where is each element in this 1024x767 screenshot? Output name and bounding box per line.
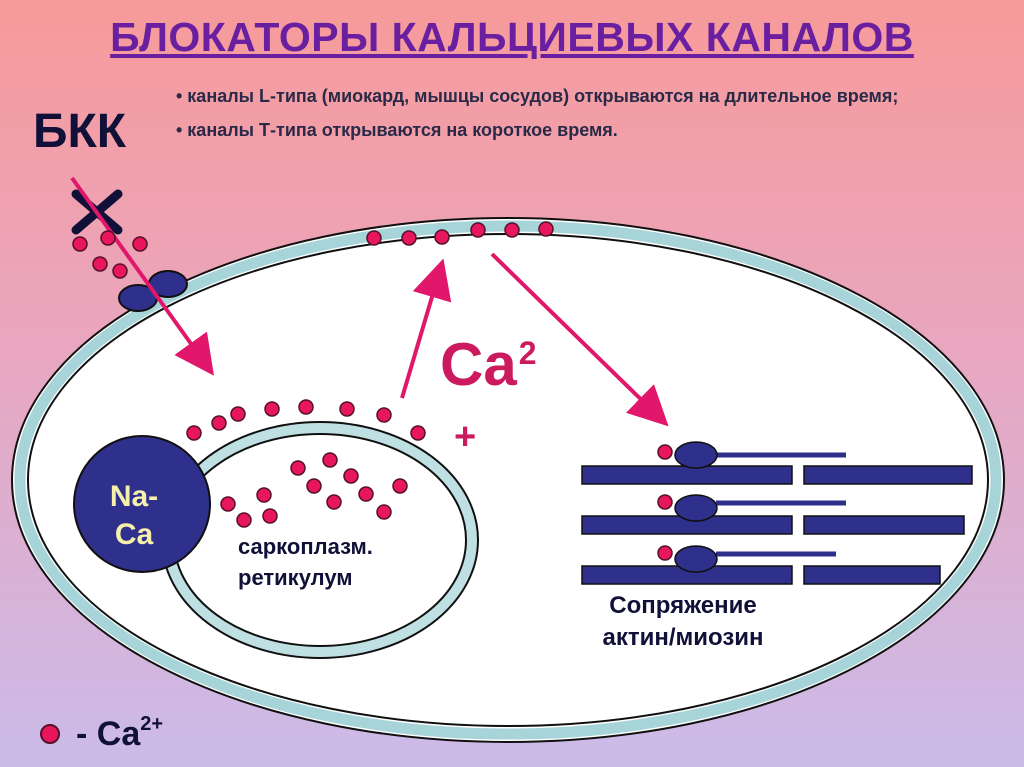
- ca-ion: [401, 230, 417, 246]
- ca-charge-plus: +: [454, 416, 477, 458]
- ca-ion: [112, 263, 128, 279]
- ca-ion: [326, 494, 342, 510]
- legend-label: - Ca: [76, 714, 141, 753]
- ca-release-arrow: [400, 258, 452, 399]
- ca-ion: [376, 504, 392, 520]
- actin-filament: [581, 465, 793, 485]
- ca-ion: [322, 452, 338, 468]
- ca-ion: [72, 236, 88, 252]
- sr-label-line-1: саркоплазм.: [238, 534, 373, 559]
- ca-influx-arrow: [70, 176, 214, 376]
- ca-ion: [262, 508, 278, 524]
- ca-ion: [504, 222, 520, 238]
- ca-ion: [376, 407, 392, 423]
- note-l-type: • каналы L-типа (миокард, мышцы сосудов)…: [176, 86, 899, 106]
- ca-ion: [538, 221, 554, 237]
- ca-ion: [470, 222, 486, 238]
- ca-ion: [366, 230, 382, 246]
- na-ca-exchanger: [73, 435, 211, 573]
- note-t-type: • каналы Т-типа открываются на короткое …: [176, 120, 618, 141]
- ca-ion: [264, 401, 280, 417]
- actomyosin-label: Сопряжение актин/миозин: [568, 590, 798, 655]
- calcium-ion-label: Ca2: [440, 335, 537, 395]
- ca-ion: [256, 487, 272, 503]
- myofilament-assembly: [581, 441, 973, 585]
- actin-filament: [803, 565, 941, 585]
- ca-ion: [290, 460, 306, 476]
- legend: - Ca2+: [40, 712, 163, 756]
- ca-ion: [186, 425, 202, 441]
- ca-ion: [236, 512, 252, 528]
- ca-charge: 2: [518, 335, 537, 371]
- ca-ion: [132, 236, 148, 252]
- ca-ion: [230, 406, 246, 422]
- na-ca-line-2: Ca: [114, 517, 154, 551]
- ca-ion: [657, 494, 673, 510]
- na-ca-label: Na- Ca: [104, 478, 164, 553]
- ca-ion: [100, 230, 116, 246]
- myosin-head: [674, 545, 718, 573]
- ca-symbol: Ca: [440, 331, 517, 398]
- ca-ion: [211, 415, 227, 431]
- ca-ion: [220, 496, 236, 512]
- na-ca-line-1: Na-: [109, 480, 159, 513]
- slide-title: БЛОКАТОРЫ КАЛЬЦИЕВЫХ КАНАЛОВ: [110, 14, 914, 60]
- actomyosin-label-line-1: Сопряжение: [609, 592, 757, 619]
- calcium-ions: [72, 221, 673, 561]
- legend-text: - Ca2+: [76, 712, 164, 754]
- ca-to-myofilament-arrow: [490, 252, 669, 427]
- sr-label-line-2: ретикулум: [238, 564, 353, 590]
- actomyosin-label-line-2: актин/миозин: [602, 624, 764, 652]
- legend-charge: 2+: [140, 712, 164, 735]
- notes-list: • каналы L-типа (миокард, мышцы сосудов)…: [176, 84, 916, 153]
- bkk-label: БКК: [33, 105, 127, 158]
- actin-filament: [803, 465, 973, 485]
- ca-ion: [339, 401, 355, 417]
- sr-label: саркоплазм. ретикулум: [238, 532, 438, 594]
- ca-ion: [343, 468, 359, 484]
- ca-ion: [306, 478, 322, 494]
- legend-ca-dot: [40, 724, 60, 744]
- ca-ion: [392, 478, 408, 494]
- myosin-head: [674, 494, 718, 522]
- ca-ion: [92, 256, 108, 272]
- ca-ion: [657, 545, 673, 561]
- ca-ion: [434, 229, 450, 245]
- actin-filament: [803, 515, 965, 535]
- ca-ion: [410, 425, 426, 441]
- ca-ion: [298, 399, 314, 415]
- ca-ion: [657, 444, 673, 460]
- myosin-head: [674, 441, 718, 469]
- ca-ion: [358, 486, 374, 502]
